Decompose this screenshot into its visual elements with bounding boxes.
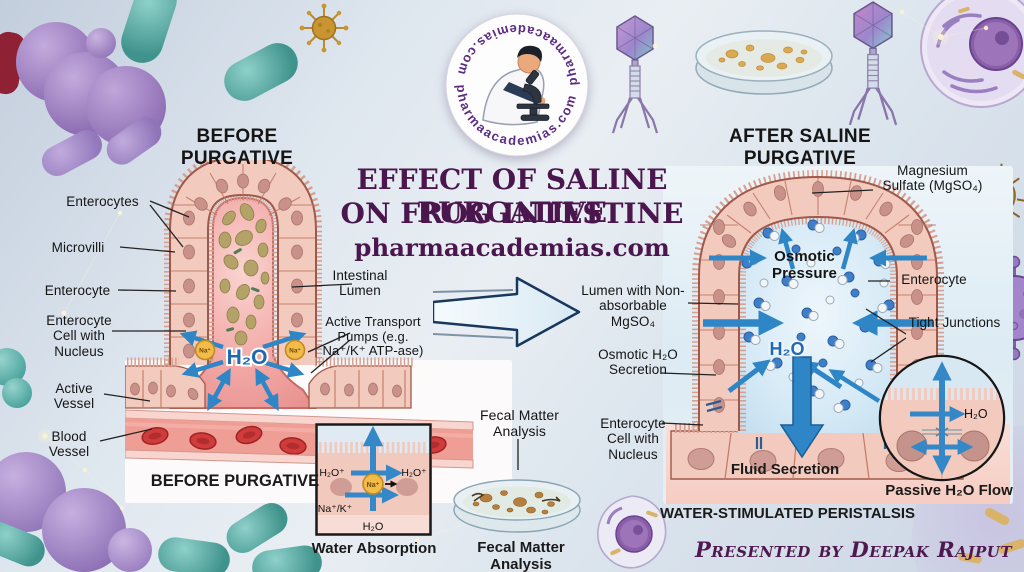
water-absorption-inset: H₂O⁺ H₂O⁺ Na⁺ Na⁺/K⁺ H₂O — [315, 423, 432, 536]
fecal-particles — [218, 203, 270, 346]
label-enterocyte-right: Enterocyte — [901, 272, 967, 287]
small-cell-icon — [597, 495, 667, 569]
fecal-analysis-label: Fecal Matter Analysis — [480, 407, 559, 439]
label-intestinal-lumen: Intestinal Lumen — [332, 268, 388, 299]
presented-by-text: Presented by Deepak Rajput — [695, 537, 1012, 562]
bacteriophage-icon — [848, 1, 898, 126]
svg-text:Na⁺: Na⁺ — [199, 348, 211, 355]
label-tight-junctions: Tight Junctions — [908, 315, 1001, 330]
h2o-label-after: H₂O — [769, 339, 805, 359]
label-enterocyte-cell-nucleus: Enterocyte Cell with Nucleus — [46, 313, 112, 359]
transition-arrow-icon — [433, 276, 581, 348]
main-title-line1: EFFECT OF SALINE PURGATIVE — [356, 163, 668, 229]
teal-coccus-icon — [2, 378, 32, 408]
label-magnesium-sulfate: Magnesium Sulfate (MgSO₄) — [882, 163, 983, 194]
fecal-analysis-caption: Fecal Matter Analysis — [477, 539, 565, 572]
sodium-pump-left: Na⁺ — [194, 339, 216, 361]
fecal-particles-green — [226, 248, 260, 332]
sodium-pump-icon — [362, 473, 384, 495]
label-osmotic-pressure: Osmotic Pressure — [771, 248, 837, 282]
label-blood-vessel: Blood Vessel — [48, 429, 90, 460]
water-absorption-caption: Water Absorption — [311, 540, 437, 557]
website-text: pharmaacademias.com — [354, 233, 670, 262]
fluid-secretion-label: Fluid Secretion — [730, 461, 840, 478]
inset-h2o-bottom: H₂O — [363, 521, 384, 533]
label-enterocytes: Enterocytes — [66, 194, 139, 209]
purple-coccus-icon — [86, 28, 116, 58]
fecal-analysis-dish — [453, 479, 581, 533]
after-heading: AFTER SALINE PURGATIVE — [729, 126, 871, 169]
label-microvilli: Microvilli — [51, 240, 105, 255]
after-villus-illustration — [670, 165, 964, 480]
eukaryotic-cell-icon — [920, 0, 1024, 108]
label-enterocyte: Enterocyte — [44, 283, 111, 298]
inset-na-k: Na⁺/K⁺ — [318, 503, 353, 515]
pharmaacademias-logo: pharmaacademias.com pharmaacademias.com — [445, 13, 589, 157]
inset-h2o-right: H₂O⁺ — [401, 467, 427, 479]
inset-h2o-left: H₂O⁺ — [319, 467, 345, 479]
inset-na: Na⁺ — [367, 482, 380, 489]
petri-dish-icon — [695, 30, 833, 95]
before-heading: BEFORE PURGATIVE — [180, 126, 294, 169]
peristalsis-label: WATER-STIMULATED PERISTALSIS — [660, 505, 915, 522]
passive-flow-inset: H₂O — [878, 354, 1006, 482]
scientist-microscope-illustration — [482, 45, 550, 126]
label-active-vessel: Active Vessel — [53, 381, 95, 412]
label-lumen-nonabsorbable: Lumen with Non-absorbable MgSO₄ — [581, 283, 685, 329]
svg-text:Na⁺: Na⁺ — [289, 348, 301, 355]
passive-inset-h2o: H₂O — [964, 407, 988, 421]
label-active-transport-pumps: Active Transport Pumps (e.g. Na⁺/K⁺ ATP-… — [322, 314, 424, 359]
teal-bacillus-icon — [115, 0, 183, 69]
golden-virus-icon — [299, 3, 349, 53]
h2o-label-before: H₂O — [227, 346, 268, 369]
label-osmotic-h2o-secretion: Osmotic H₂O Secretion — [598, 347, 678, 378]
main-title-line2: ON FROG INTESTINE — [340, 197, 684, 230]
fluid-secretion-arrow — [779, 356, 825, 459]
before-caption: BEFORE PURGATIVE — [150, 472, 320, 490]
bacteriophage-icon — [612, 15, 658, 134]
passive-flow-caption: Passive H₂O Flow — [885, 482, 1013, 499]
teal-bacillus-icon — [217, 36, 305, 108]
purple-coccus-icon — [108, 528, 152, 572]
teal-bacillus-icon — [155, 535, 233, 572]
label-enterocyte-cell-nucleus-right: Enterocyte Cell with Nucleus — [600, 416, 666, 462]
sodium-pump-right: Na⁺ — [284, 339, 306, 361]
